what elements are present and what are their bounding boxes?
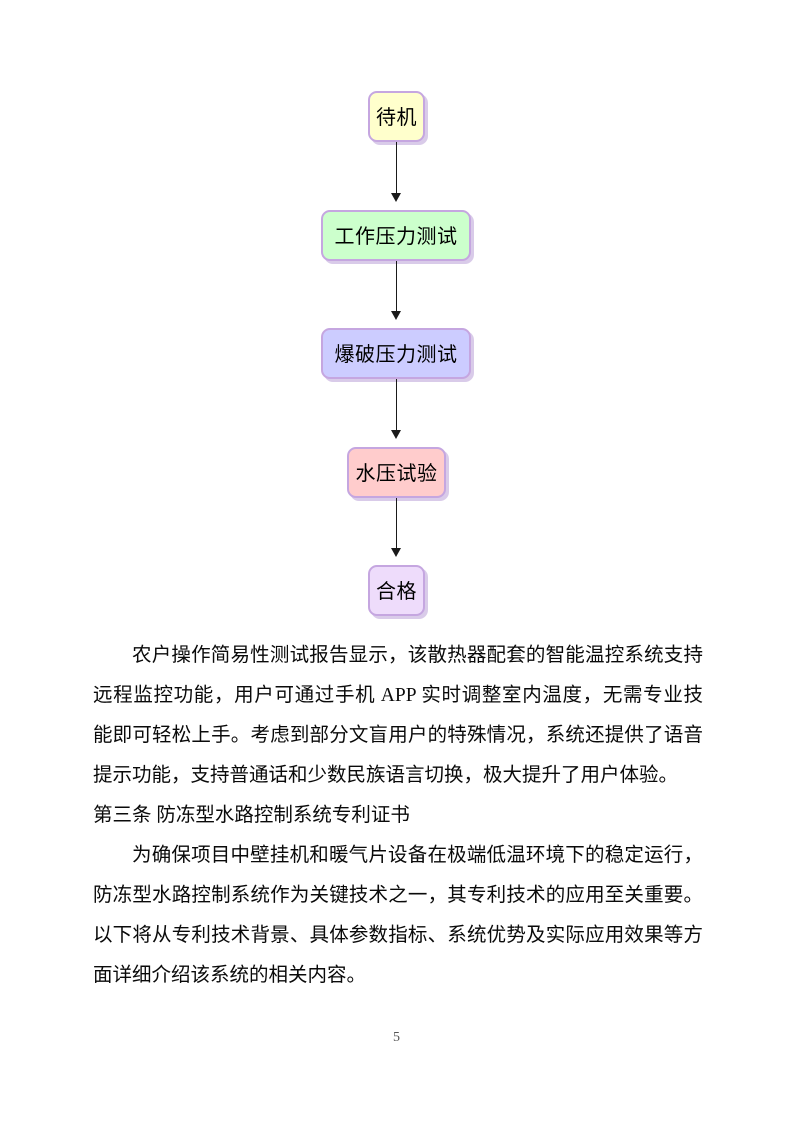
flow-node-standby[interactable]: 待机 — [368, 91, 425, 142]
flow-node-hydrostatic-test-label: 水压试验 — [355, 460, 438, 485]
flow-connector-hydro-pass — [396, 498, 397, 550]
pressure-test-flowchart: 待机 工作压力测试 爆破压力测试 水压试验 合格 — [321, 91, 471, 616]
flow-arrowhead-burst-hydro — [391, 430, 401, 439]
flow-connector-working-burst — [396, 261, 397, 313]
document-body: 农户操作简易性测试报告显示，该散热器配套的智能温控系统支持远程监控功能，用户可通… — [93, 636, 703, 996]
paragraph-1: 农户操作简易性测试报告显示，该散热器配套的智能温控系统支持远程监控功能，用户可通… — [93, 645, 703, 786]
flow-arrowhead-standby-working — [391, 193, 401, 202]
flow-node-standby-label: 待机 — [376, 104, 417, 129]
flow-connector-standby-working — [396, 142, 397, 195]
flow-node-pass[interactable]: 合格 — [368, 565, 425, 616]
flow-node-burst-pressure-test[interactable]: 爆破压力测试 — [321, 328, 471, 379]
flow-arrowhead-hydro-pass — [391, 548, 401, 557]
flow-connector-burst-hydro — [396, 379, 397, 432]
section-heading-article-3: 第三条 防冻型水路控制系统专利证书 — [93, 805, 410, 826]
flow-node-hydrostatic-test[interactable]: 水压试验 — [347, 447, 446, 498]
flow-node-pass-label: 合格 — [376, 578, 417, 603]
paragraph-2: 为确保项目中壁挂机和暖气片设备在极端低温环境下的稳定运行，防冻型水路控制系统作为… — [93, 845, 703, 986]
flow-arrowhead-working-burst — [391, 311, 401, 320]
flow-node-working-pressure-test[interactable]: 工作压力测试 — [321, 210, 471, 261]
flow-node-burst-pressure-test-label: 爆破压力测试 — [334, 341, 458, 366]
page-number: 5 — [393, 1030, 400, 1045]
flow-node-working-pressure-test-label: 工作压力测试 — [334, 223, 458, 248]
